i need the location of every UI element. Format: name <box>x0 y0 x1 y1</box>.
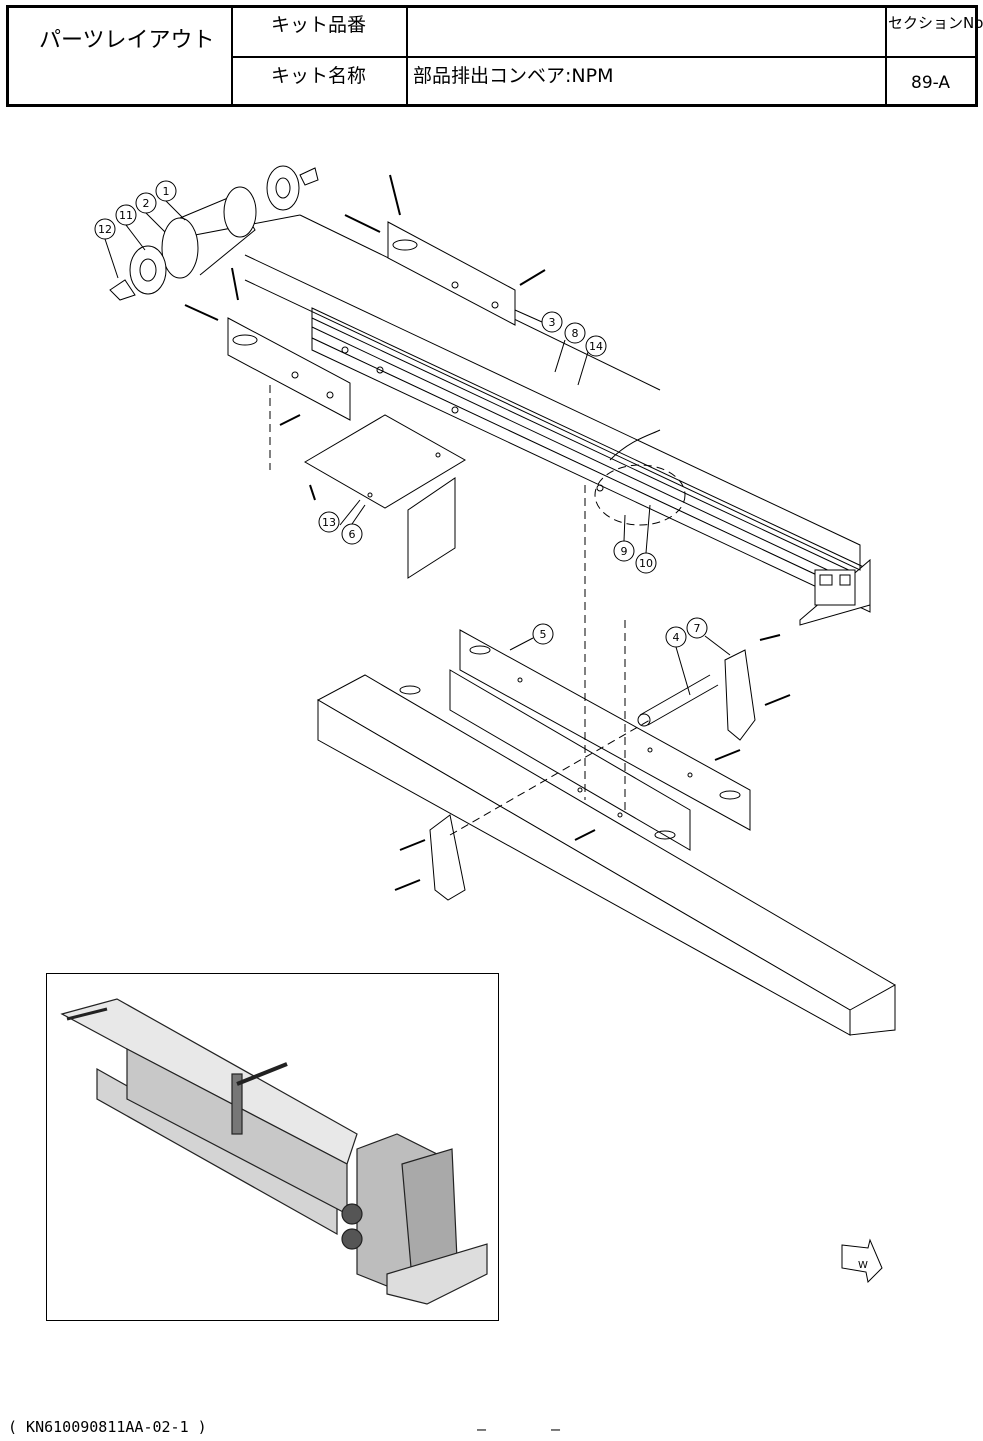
svg-text:9: 9 <box>621 545 628 558</box>
kit-number-label: キット品番 <box>271 10 366 37</box>
svg-text:11: 11 <box>119 209 133 222</box>
callout-13: 13 <box>319 512 339 532</box>
callout-12: 12 <box>95 219 115 239</box>
section-label: セクションNo. <box>888 12 983 33</box>
callout-3: 3 <box>542 312 562 332</box>
svg-text:13: 13 <box>322 516 336 529</box>
svg-text:10: 10 <box>639 557 653 570</box>
callout-8: 8 <box>565 323 585 343</box>
callout-14: 14 <box>586 336 606 356</box>
svg-text:14: 14 <box>589 340 603 353</box>
assembly-photo <box>46 973 499 1321</box>
kit-name-value: 部品排出コンベア:NPM <box>413 61 613 88</box>
callout-11: 11 <box>116 205 136 225</box>
callout-1: 1 <box>156 181 176 201</box>
document-code: ( KN610090811AA-02-1 ) <box>8 1418 207 1436</box>
page-dash-left: – <box>477 1420 486 1438</box>
callout-9: 9 <box>614 541 634 561</box>
direction-marker: W <box>842 1240 882 1282</box>
callout-6: 6 <box>342 524 362 544</box>
drive-roller <box>110 166 318 300</box>
svg-text:4: 4 <box>673 631 680 644</box>
svg-text:1: 1 <box>163 185 170 198</box>
section-value: 89-A <box>911 73 950 93</box>
callout-4: 4 <box>666 627 686 647</box>
svg-text:W: W <box>858 1260 868 1271</box>
svg-text:6: 6 <box>349 528 356 541</box>
document-type: パーツレイアウト <box>39 22 215 54</box>
svg-text:2: 2 <box>143 197 150 210</box>
callout-10: 10 <box>636 553 656 573</box>
callout-5: 5 <box>533 624 553 644</box>
divider <box>231 56 975 58</box>
conveyor-belt <box>195 215 860 570</box>
cover-plate <box>305 415 465 578</box>
svg-text:8: 8 <box>572 327 579 340</box>
svg-text:7: 7 <box>694 622 701 635</box>
callout-7: 7 <box>687 618 707 638</box>
svg-text:12: 12 <box>98 223 112 236</box>
svg-text:3: 3 <box>549 316 556 329</box>
svg-text:5: 5 <box>540 628 547 641</box>
kit-name-label: キット名称 <box>271 61 366 88</box>
page-dash-right: – <box>551 1420 560 1438</box>
title-block: パーツレイアウト キット品番 キット名称 部品排出コンベア:NPM セクションN… <box>6 5 978 107</box>
callout-2: 2 <box>136 193 156 213</box>
